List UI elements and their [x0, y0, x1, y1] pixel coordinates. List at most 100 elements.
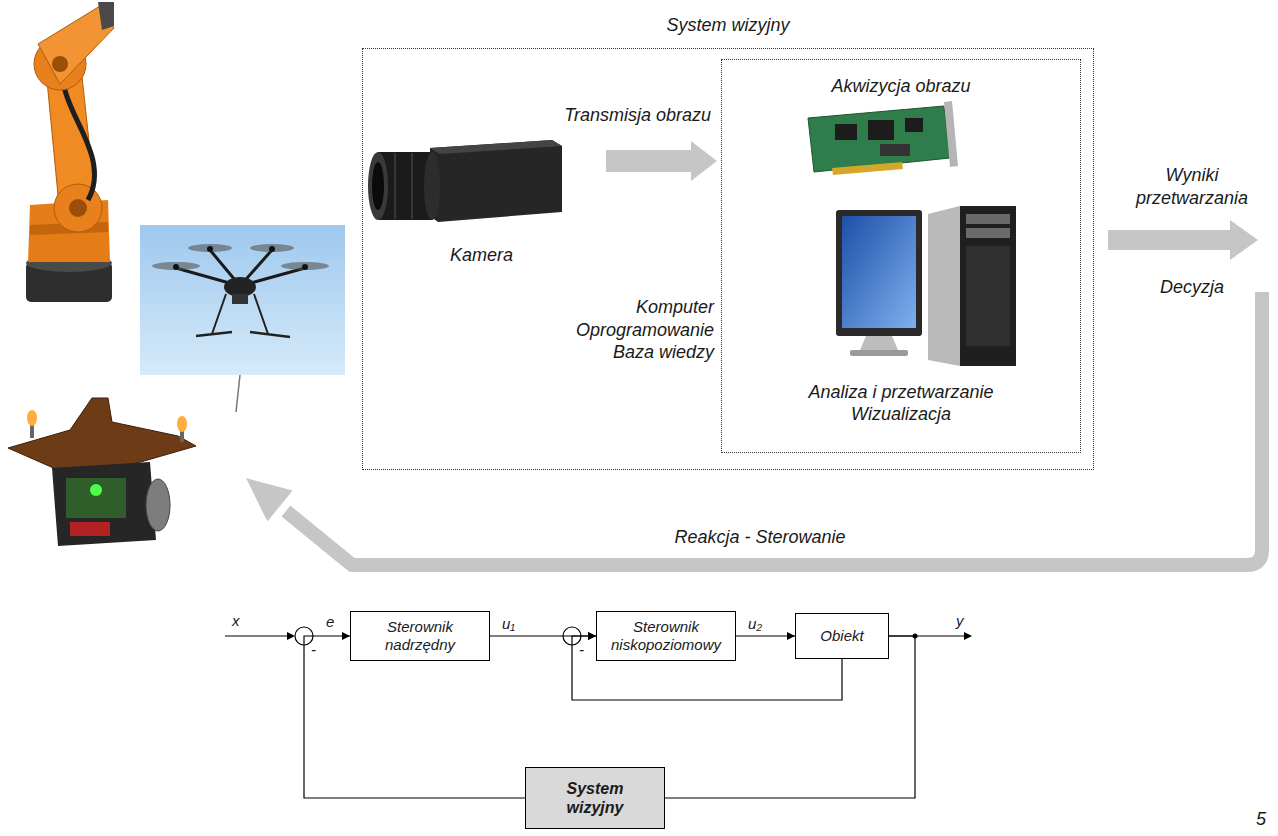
drone-photo	[140, 225, 345, 375]
frame-grabber-card	[835, 124, 857, 140]
arrow-head	[342, 632, 350, 640]
drone-photo	[281, 262, 329, 270]
camera-picture	[430, 140, 562, 154]
antenna-wire	[236, 375, 240, 412]
component-list: Komputer Oprogramowanie Baza wiedzy	[540, 296, 714, 364]
image-transfer-arrow	[606, 141, 717, 181]
industrial-robot	[98, 2, 114, 30]
drone-photo	[302, 264, 308, 270]
acquisition-label: Akwizycja obrazu	[831, 76, 970, 98]
camera-picture	[424, 152, 440, 220]
block-diagram-wiring	[225, 635, 289, 636]
drone-photo	[232, 294, 248, 304]
frame-grabber-card	[832, 162, 903, 175]
camera-picture	[430, 140, 562, 222]
minus-sign: -	[579, 641, 584, 660]
control-feedback-arrow	[246, 292, 1262, 565]
mobile-robot	[8, 398, 196, 546]
page-number: 5	[1256, 808, 1266, 831]
block-label: System wizyjny	[550, 779, 640, 817]
drone-photo	[173, 264, 179, 270]
arrow-head	[691, 141, 717, 181]
arrow-head	[588, 632, 596, 640]
computer-picture	[966, 214, 1010, 224]
region-title: System wizyjny	[363, 15, 1093, 37]
control-feedback-arrow	[246, 478, 293, 522]
camera-picture	[412, 153, 413, 219]
camera-picture	[368, 140, 562, 222]
camera-picture	[372, 162, 384, 210]
computer-picture	[966, 246, 1010, 346]
computer-picture	[960, 206, 1016, 366]
result-block-arrow	[1108, 220, 1258, 260]
computer-picture	[836, 206, 1016, 366]
decision-label: Decyzja	[1110, 276, 1274, 299]
mobile-robot	[90, 484, 102, 496]
mobile-robot	[177, 416, 187, 432]
industrial-robot	[64, 86, 95, 200]
frame-grabber-card	[905, 118, 923, 132]
drone-photo	[152, 262, 200, 270]
signal-line	[736, 632, 795, 640]
process-result-label: Wyniki przetwarzania	[1110, 164, 1274, 209]
camera-label: Kamera	[450, 245, 513, 267]
antenna-wire	[236, 375, 240, 412]
result-block-arrow	[1108, 220, 1258, 260]
block-label: Sterownik nadrzędny	[364, 618, 476, 654]
frame-grabber-card	[808, 106, 950, 172]
frame-grabber-card	[880, 144, 910, 156]
drone-photo	[269, 246, 275, 252]
block-diagram-wiring	[287, 632, 295, 640]
frame-grabber-card	[808, 101, 958, 175]
drone-photo	[188, 244, 232, 252]
mobile-robot	[8, 398, 196, 470]
camera-unit: Kamera	[369, 131, 594, 271]
drone-photo	[250, 244, 294, 252]
signal-label: u₂	[746, 615, 764, 633]
industrial-robot	[69, 199, 87, 217]
camera-picture	[368, 152, 388, 220]
computer-picture	[966, 228, 1010, 238]
computer-picture	[842, 216, 916, 328]
frame-grabber-card	[944, 101, 958, 167]
drone-photo	[140, 225, 345, 375]
computer-picture	[860, 336, 898, 350]
mobile-robot	[70, 522, 110, 536]
control-label: Reakcja - Sterowanie	[560, 526, 960, 549]
block-label: Sterownik niskopoziomowy	[604, 618, 728, 654]
block-diagram-wiring	[964, 632, 972, 640]
control-feedback-arrow	[286, 292, 1262, 565]
minus-sign: -	[311, 641, 316, 660]
arrow-head	[588, 632, 596, 640]
processing-label: Analiza i przetwarzanie Wizualizacja	[776, 382, 1026, 426]
mobile-robot	[146, 479, 170, 531]
block-label: Obiekt	[820, 627, 863, 645]
mobile-robot	[27, 410, 37, 426]
arrow-head	[787, 632, 795, 640]
drone-photo	[196, 332, 290, 337]
signal-label: u₁	[500, 615, 517, 633]
error-signal: e	[326, 613, 334, 632]
master-controller: Sterownik nadrzędny	[350, 611, 490, 661]
computer-picture	[836, 210, 922, 336]
vision-feedback-block: System wizyjny	[525, 767, 665, 829]
processing-unit: Akwizycja obrazuAnaliza i przetwarzanie …	[721, 59, 1081, 453]
vision-system-region: System wizyjnyKameraAkwizycja obrazuAnal…	[362, 48, 1094, 470]
plant-block: Obiekt	[795, 613, 889, 659]
input-signal: x	[232, 612, 240, 631]
signal-line	[736, 635, 795, 636]
transmission-label: Transmisja obrazu	[562, 105, 713, 127]
industrial-robot	[26, 2, 114, 302]
industrial-robot	[54, 184, 102, 232]
camera-picture	[395, 153, 396, 219]
computer-picture	[928, 206, 960, 366]
drone-photo	[212, 294, 268, 334]
mobile-robot	[52, 462, 156, 546]
drone-photo	[207, 246, 213, 252]
mobile-robot	[66, 478, 126, 518]
industrial-robot	[52, 56, 68, 72]
computer-picture	[850, 350, 908, 356]
low-level-controller: Sterownik niskopoziomowy	[596, 611, 736, 661]
image-transfer-arrow	[606, 150, 691, 172]
